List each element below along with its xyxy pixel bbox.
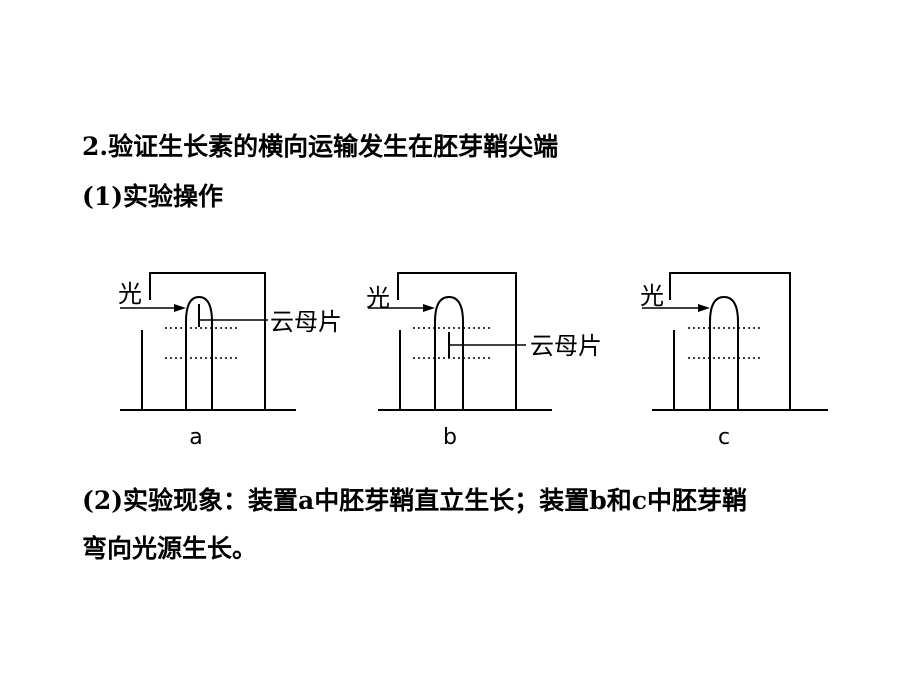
subheading-experiment-operation: (1)实验操作 (82, 182, 224, 211)
panel-a (120, 272, 296, 411)
panel-a-coleoptile (185, 295, 213, 410)
panel-a-light-label: 光 (118, 280, 142, 308)
panel-b (368, 272, 552, 411)
panel-c-caption: c (718, 425, 730, 450)
section-heading: 2.验证生长素的横向运输发生在胚芽鞘尖端 (82, 132, 559, 161)
panel-b-caption: b (443, 425, 457, 450)
result-text-line-2: 弯向光源生长。 (82, 534, 258, 563)
panel-a-box (149, 272, 266, 410)
result-text-line-1: (2)实验现象：装置a中胚芽鞘直立生长；装置b和c中胚芽鞘 (82, 486, 747, 515)
panel-a-caption: a (189, 425, 202, 450)
panel-b-mica-label: 云母片 (530, 332, 602, 360)
panel-c-box (669, 272, 791, 410)
panel-b-arrow-head (423, 304, 435, 312)
panel-c-light-label: 光 (640, 282, 664, 310)
panel-a-mica-label: 云母片 (270, 308, 342, 336)
panel-c-arrow-head (698, 304, 710, 312)
panel-c-coleoptile (709, 295, 739, 410)
panel-b-box (397, 272, 517, 410)
panel-c (642, 272, 828, 411)
panel-b-light-label: 光 (366, 284, 390, 312)
experiment-figure: 光 光 光 云母片 云母片 a b c (118, 272, 828, 450)
panel-a-arrow-head (174, 304, 186, 312)
panel-b-coleoptile (434, 295, 464, 410)
